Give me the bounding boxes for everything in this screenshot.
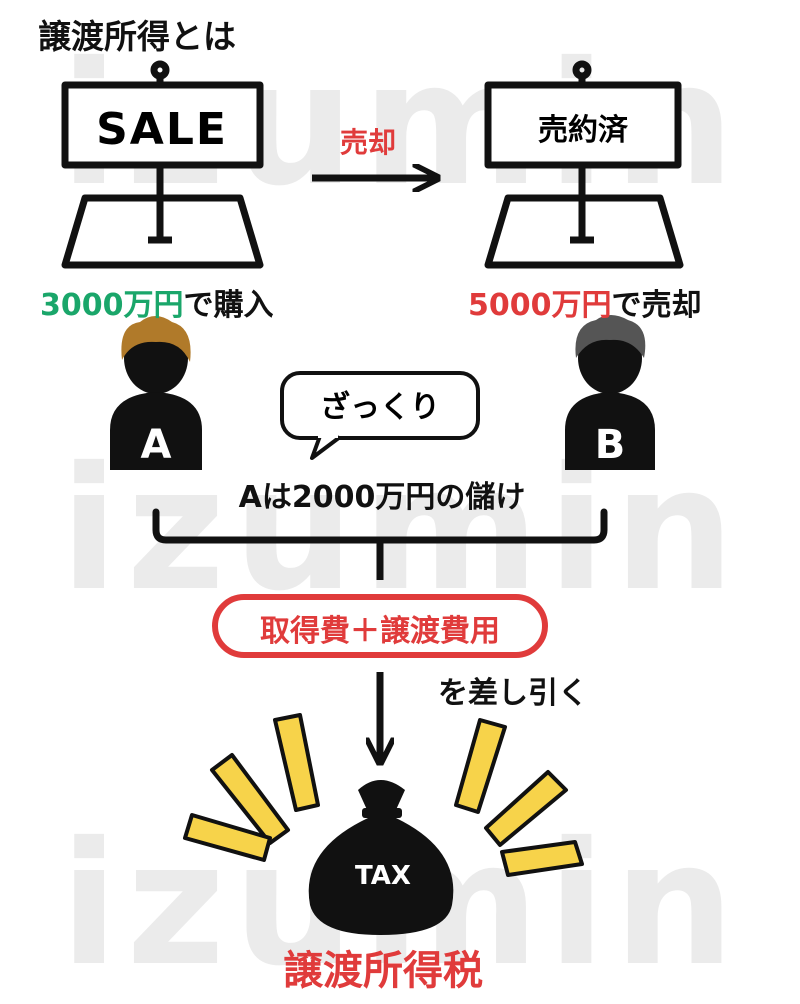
sale-sign-label: SALE xyxy=(96,104,228,155)
deduction-box xyxy=(212,594,548,658)
speech-bubble-text: ざっくり xyxy=(320,390,440,425)
result-title: 譲渡所得税 xyxy=(283,948,483,994)
sell-suffix: で売却 xyxy=(611,288,702,323)
sell-amount: 5000万円 xyxy=(468,288,612,323)
person-a-icon xyxy=(110,316,202,470)
person-b-label: B xyxy=(595,422,626,468)
deduction-text: 取得費＋譲渡費用 xyxy=(260,614,500,649)
profit-text: Aは2000万円の儲け xyxy=(238,480,526,515)
bracket-icon xyxy=(152,508,608,544)
sell-arrow-label: 売却 xyxy=(340,126,396,159)
tax-bag-label: TAX xyxy=(355,861,411,891)
sale-sign-icon xyxy=(61,60,264,269)
sell-price: 5000万円で売却 xyxy=(468,280,702,324)
buy-price: 3000万円で購入 xyxy=(40,280,274,324)
person-b-icon xyxy=(565,315,655,470)
subtract-text: を差し引く xyxy=(438,676,588,711)
sold-sign-label: 売約済 xyxy=(538,113,629,148)
page-title: 譲渡所得とは xyxy=(38,17,236,56)
person-a-label: A xyxy=(141,422,172,468)
burst-rays-icon xyxy=(183,713,584,877)
buy-suffix: で購入 xyxy=(183,288,274,323)
buy-amount: 3000万円 xyxy=(40,288,184,323)
tax-bag-icon xyxy=(308,780,454,935)
sold-sign-icon xyxy=(484,60,684,269)
speech-bubble-icon xyxy=(280,371,480,460)
